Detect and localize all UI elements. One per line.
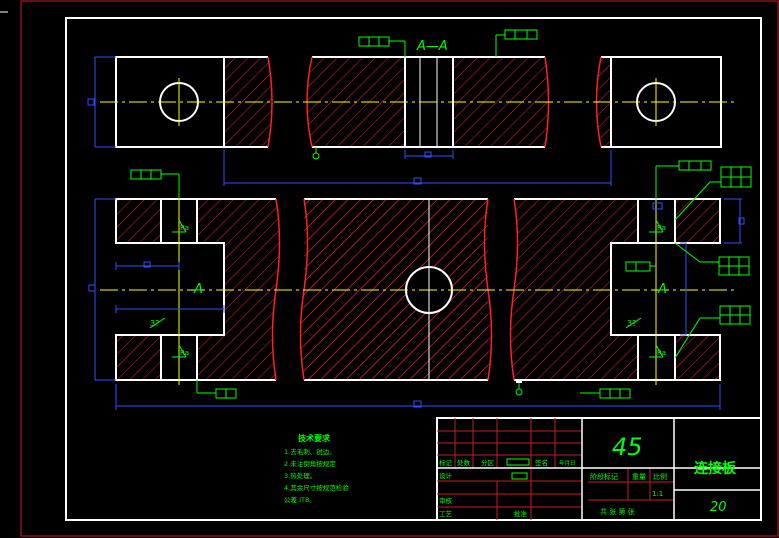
svg-text:签名: 签名 xyxy=(535,458,548,467)
drawing-frame xyxy=(65,17,762,521)
svg-text:公差 IT8。: 公差 IT8。 xyxy=(284,495,316,504)
svg-text:Ra: Ra xyxy=(657,349,666,357)
svg-text:1.去毛刺、锐边。: 1.去毛刺、锐边。 xyxy=(284,447,336,456)
svg-text:处数: 处数 xyxy=(457,458,471,467)
svg-text:Ra: Ra xyxy=(180,224,189,232)
section-mark-left: A xyxy=(193,282,203,297)
technical-notes: 技术要求 1.去毛刺、锐边。 2.未注倒角按规定 3.热处理。 4.其余尺寸按规… xyxy=(284,433,349,504)
svg-text:批准: 批准 xyxy=(514,509,528,518)
svg-text:Ra: Ra xyxy=(180,349,189,357)
svg-text:审核: 审核 xyxy=(439,496,453,505)
part-number: 20 xyxy=(710,500,727,515)
section-mark-right: A xyxy=(657,282,667,297)
chamfer-right: 3? xyxy=(627,319,636,328)
material: 45 xyxy=(612,433,643,461)
svg-text:分区: 分区 xyxy=(481,458,495,467)
svg-text:4.其余尺寸按规范检验: 4.其余尺寸按规范检验 xyxy=(284,483,349,492)
svg-text:设计: 设计 xyxy=(439,471,453,480)
title-block: 标记 处数 分区 签名 年月日 设计 审核 工艺 批准 阶段标记 重量 比例 1… xyxy=(436,417,762,521)
svg-text:年月日: 年月日 xyxy=(559,459,576,467)
notes-title: 技术要求 xyxy=(298,433,331,443)
section-label: A—A xyxy=(416,39,448,54)
svg-text:Ra: Ra xyxy=(657,224,666,232)
section-view: A—A xyxy=(87,29,735,186)
part-name: 连接板 xyxy=(694,460,737,477)
svg-text:阶段标记: 阶段标记 xyxy=(590,472,618,481)
svg-text:工艺: 工艺 xyxy=(439,510,453,518)
svg-text:标记: 标记 xyxy=(439,458,453,467)
svg-text:重量: 重量 xyxy=(632,473,646,481)
chamfer-left: 3? xyxy=(150,319,159,328)
svg-text:共 张 第 张: 共 张 第 张 xyxy=(600,507,635,516)
front-view: Ra Ra Ra Ra 3? 3? A A xyxy=(88,160,752,410)
svg-text:2.未注倒角按规定: 2.未注倒角按规定 xyxy=(284,459,336,468)
svg-text:比例: 比例 xyxy=(653,472,667,481)
sheet-border xyxy=(20,0,779,537)
svg-text:3.热处理。: 3.热处理。 xyxy=(284,471,316,480)
svg-text:1:1: 1:1 xyxy=(652,490,663,498)
